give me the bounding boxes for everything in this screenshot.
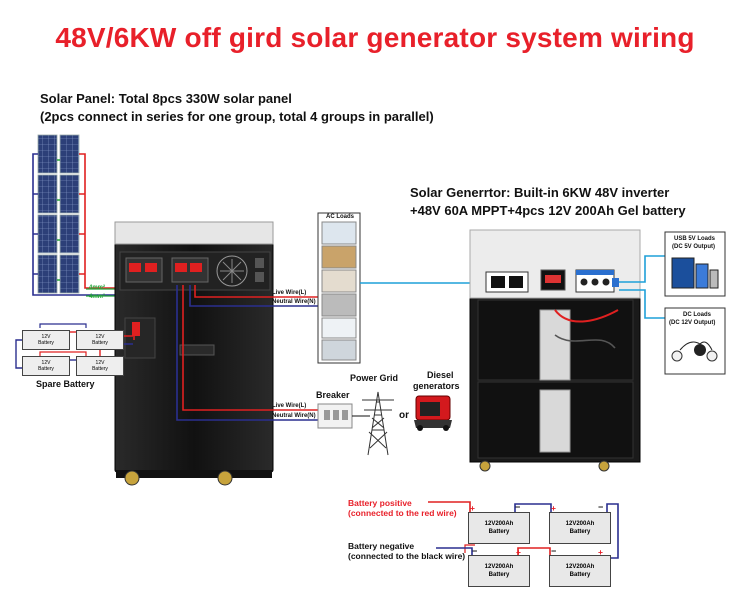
generator-cabinet — [469, 229, 641, 472]
neutral-wire-label: Neutral Wire(N) — [272, 299, 316, 305]
battery-positive-label: Battery positive — [348, 498, 412, 508]
battery-label: Battery — [488, 572, 510, 578]
spare-battery: 12V Battery — [22, 330, 70, 350]
battery-label: Battery — [92, 340, 108, 346]
diesel-label: Diesel — [427, 370, 454, 380]
live-wire-label: Live Wire(L) — [272, 290, 307, 296]
dc-loads-box — [664, 307, 726, 375]
cabinet-internal-wiring — [133, 285, 318, 421]
page-title: 48V/6KW off gird solar generator system … — [55, 22, 695, 53]
solar-panel — [59, 174, 80, 214]
solar-panel — [37, 134, 58, 174]
panel-wiring — [32, 153, 130, 296]
battery-voltage: 12V — [95, 360, 105, 366]
usb-output-link — [619, 255, 665, 283]
breaker-label: Breaker — [316, 390, 350, 400]
usb-loads-subtitle: (DC 5V Output) — [672, 244, 715, 250]
plus-terminal: + — [551, 503, 556, 513]
battery-positive-note: (connected to the red wire) — [348, 508, 457, 518]
spare-battery: 12V Battery — [76, 356, 124, 376]
battery-negative-note: (connected to the black wire) — [348, 551, 466, 561]
minus-terminal: − — [551, 546, 557, 556]
solar-panel — [37, 174, 58, 214]
ac-loads-label: AC Loads — [326, 214, 355, 220]
gel-battery: 12V200Ah Battery — [549, 512, 611, 544]
battery-voltage: 12V — [41, 360, 51, 366]
solar-panel — [37, 214, 58, 254]
spare-battery: 12V Battery — [22, 356, 70, 376]
left-cabinet — [114, 221, 274, 486]
solar-panel — [59, 134, 80, 174]
solar-panel — [59, 214, 80, 254]
battery-label: Battery — [38, 366, 54, 372]
battery-capacity: 12V200Ah — [484, 521, 514, 527]
plus-terminal: + — [470, 503, 475, 513]
ac-loads-panel — [317, 212, 361, 364]
battery-capacity: 12V200Ah — [565, 564, 595, 570]
battery-label: Battery — [569, 529, 591, 535]
spare-battery: 12V Battery — [76, 330, 124, 350]
battery-label: Battery — [38, 340, 54, 346]
battery-voltage: 12V — [41, 334, 51, 340]
battery-capacity: 12V200Ah — [484, 564, 514, 570]
usb-loads-box — [664, 231, 726, 297]
plus-terminal: + — [598, 547, 603, 557]
solar-panel-heading: Solar Panel: Total 8pcs 330W solar panel — [40, 91, 292, 106]
diesel-label-2: generators — [413, 381, 460, 391]
battery-negative-label: Battery negative — [348, 541, 415, 551]
spare-battery-label: Spare Battery — [36, 379, 95, 389]
live-wire-label: Live Wire(L) — [272, 403, 307, 409]
power-grid-tower — [362, 391, 394, 456]
neutral-wire-label: Neutral Wire(N) — [272, 413, 316, 419]
solar-panel — [37, 254, 58, 294]
power-grid-label: Power Grid — [350, 373, 399, 383]
gel-battery: 12V200Ah Battery — [468, 512, 530, 544]
battery-label: Battery — [92, 366, 108, 372]
or-label: or — [399, 410, 409, 421]
battery-bank-wiring — [428, 501, 619, 559]
gel-battery: 12V200Ah Battery — [468, 555, 530, 587]
dc-loads-subtitle: (DC 12V Output) — [669, 320, 716, 326]
minus-terminal: − — [472, 546, 478, 556]
battery-label: Battery — [569, 572, 591, 578]
minus-terminal: − — [515, 502, 521, 512]
wire-gauge-label: 4mm² — [89, 285, 106, 291]
generator-subheading: +48V 60A MPPT+4pcs 12V 200Ah Gel battery — [410, 203, 686, 218]
gel-battery: 12V200Ah Battery — [549, 555, 611, 587]
breaker — [317, 403, 353, 429]
dc-loads-title: DC Loads — [683, 312, 712, 318]
solar-panel-subheading: (2pcs connect in series for one group, t… — [40, 109, 434, 124]
usb-loads-title: USB 5V Loads — [674, 236, 716, 242]
solar-panel — [59, 254, 80, 294]
minus-terminal: − — [598, 502, 604, 512]
dc-output-link — [619, 289, 665, 319]
plus-terminal: + — [516, 547, 521, 557]
solar-panel-array — [37, 134, 80, 294]
battery-capacity: 12V200Ah — [565, 521, 595, 527]
battery-label: Battery — [488, 529, 510, 535]
battery-voltage: 12V — [95, 334, 105, 340]
generator-heading: Solar Generrtor: Built-in 6KW 48V invert… — [410, 185, 670, 200]
wire-gauge-label: 4mm² — [89, 294, 106, 300]
diesel-generator — [414, 395, 452, 431]
